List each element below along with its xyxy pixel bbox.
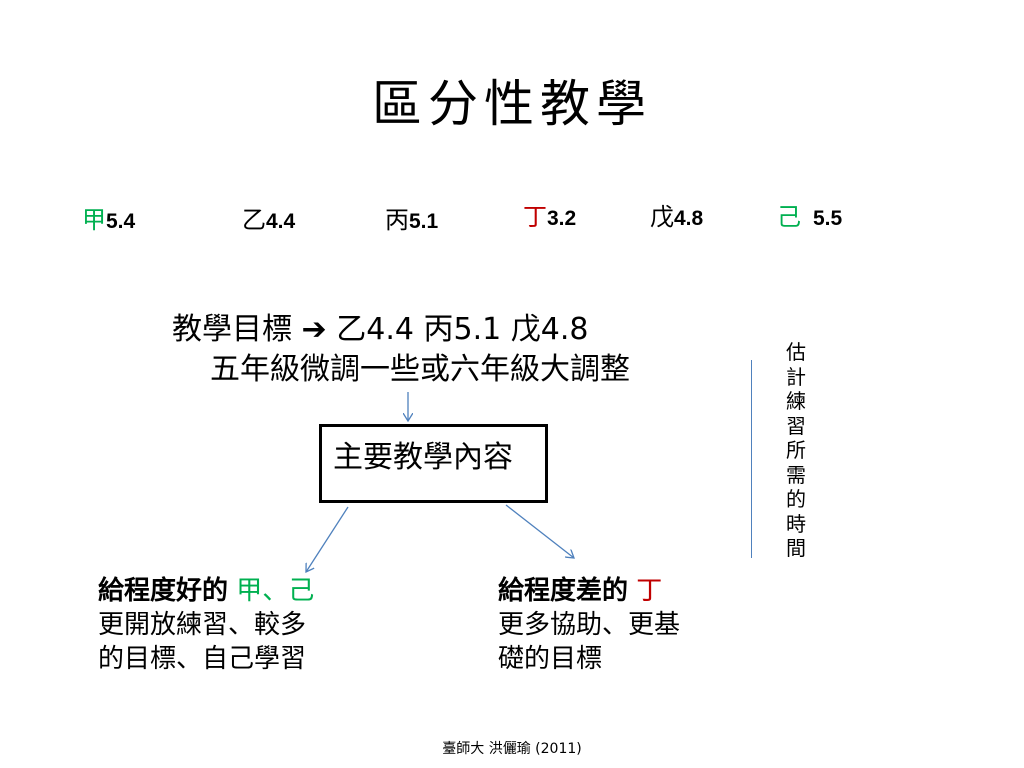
side-note-char: 習 [786,413,806,438]
goal-label: 教學目標 [172,312,292,347]
teaching-goal: 教學目標 ➔ 乙4.4 丙5.1 戊4.8 [172,304,588,348]
side-note: 估計練習所需的時間 [780,340,812,561]
main-content-label: 主要教學內容 [333,440,513,475]
student-bing: 丙5.1 [385,200,438,235]
student-score: 4.8 [674,207,704,230]
main-content-box [319,424,548,503]
side-note-char: 間 [786,536,806,560]
student-score: 5.5 [813,207,843,230]
side-note-char: 的 [786,487,806,511]
student-ji: 己 5.5 [777,197,842,232]
side-divider [751,360,752,558]
left-branch: 給程度好的 甲、己 更開放練習、較多 的目標、自己學習 [98,574,314,676]
student-score: 3.2 [547,207,577,230]
side-note-char: 所 [786,438,806,462]
left-branch-target: 甲、己 [236,576,315,606]
right-branch-line2: 更多協助、更基 [498,610,681,640]
student-name: 甲 [82,206,106,234]
left-branch-head: 給程度好的 [98,576,229,606]
right-branch: 給程度差的 丁 更多協助、更基 礎的目標 [498,574,680,676]
student-wu: 戊4.8 [650,197,703,232]
student-score: 4.4 [266,210,296,233]
side-note-char: 時 [786,511,806,536]
student-name: 丁 [523,203,547,231]
student-name: 戊 [650,203,674,231]
slide-title: 區分性教學 [372,75,652,133]
side-note-char: 練 [786,389,806,413]
student-jia: 甲5.4 [82,200,135,235]
student-score: 5.1 [409,210,439,233]
student-score: 5.4 [106,210,136,233]
goal-values: 乙4.4 丙5.1 戊4.8 [336,312,589,347]
left-branch-line3: 的目標、自己學習 [98,644,307,674]
arrow-content-to-right [505,504,574,558]
goal-adjustment: 五年級微調一些或六年級大調整 [210,352,630,387]
side-note-char: 計 [786,364,806,389]
side-note-char: 需 [786,462,806,487]
side-note-char: 估 [786,340,806,364]
footer-credit: 臺師大 洪儷瑜 (2011) [442,741,582,757]
student-ding: 丁3.2 [523,197,576,232]
student-name: 乙 [242,206,266,234]
arrow-content-to-left [306,506,349,572]
right-branch-line3: 礎的目標 [498,644,603,674]
right-branch-head: 給程度差的 [498,576,629,606]
student-yi: 乙4.4 [242,200,295,235]
student-name: 丙 [385,206,409,234]
right-branch-target: 丁 [636,576,663,606]
right-arrow-icon: ➔ [301,312,327,347]
left-branch-line2: 更開放練習、較多 [98,610,307,640]
student-name: 己 [777,203,801,231]
